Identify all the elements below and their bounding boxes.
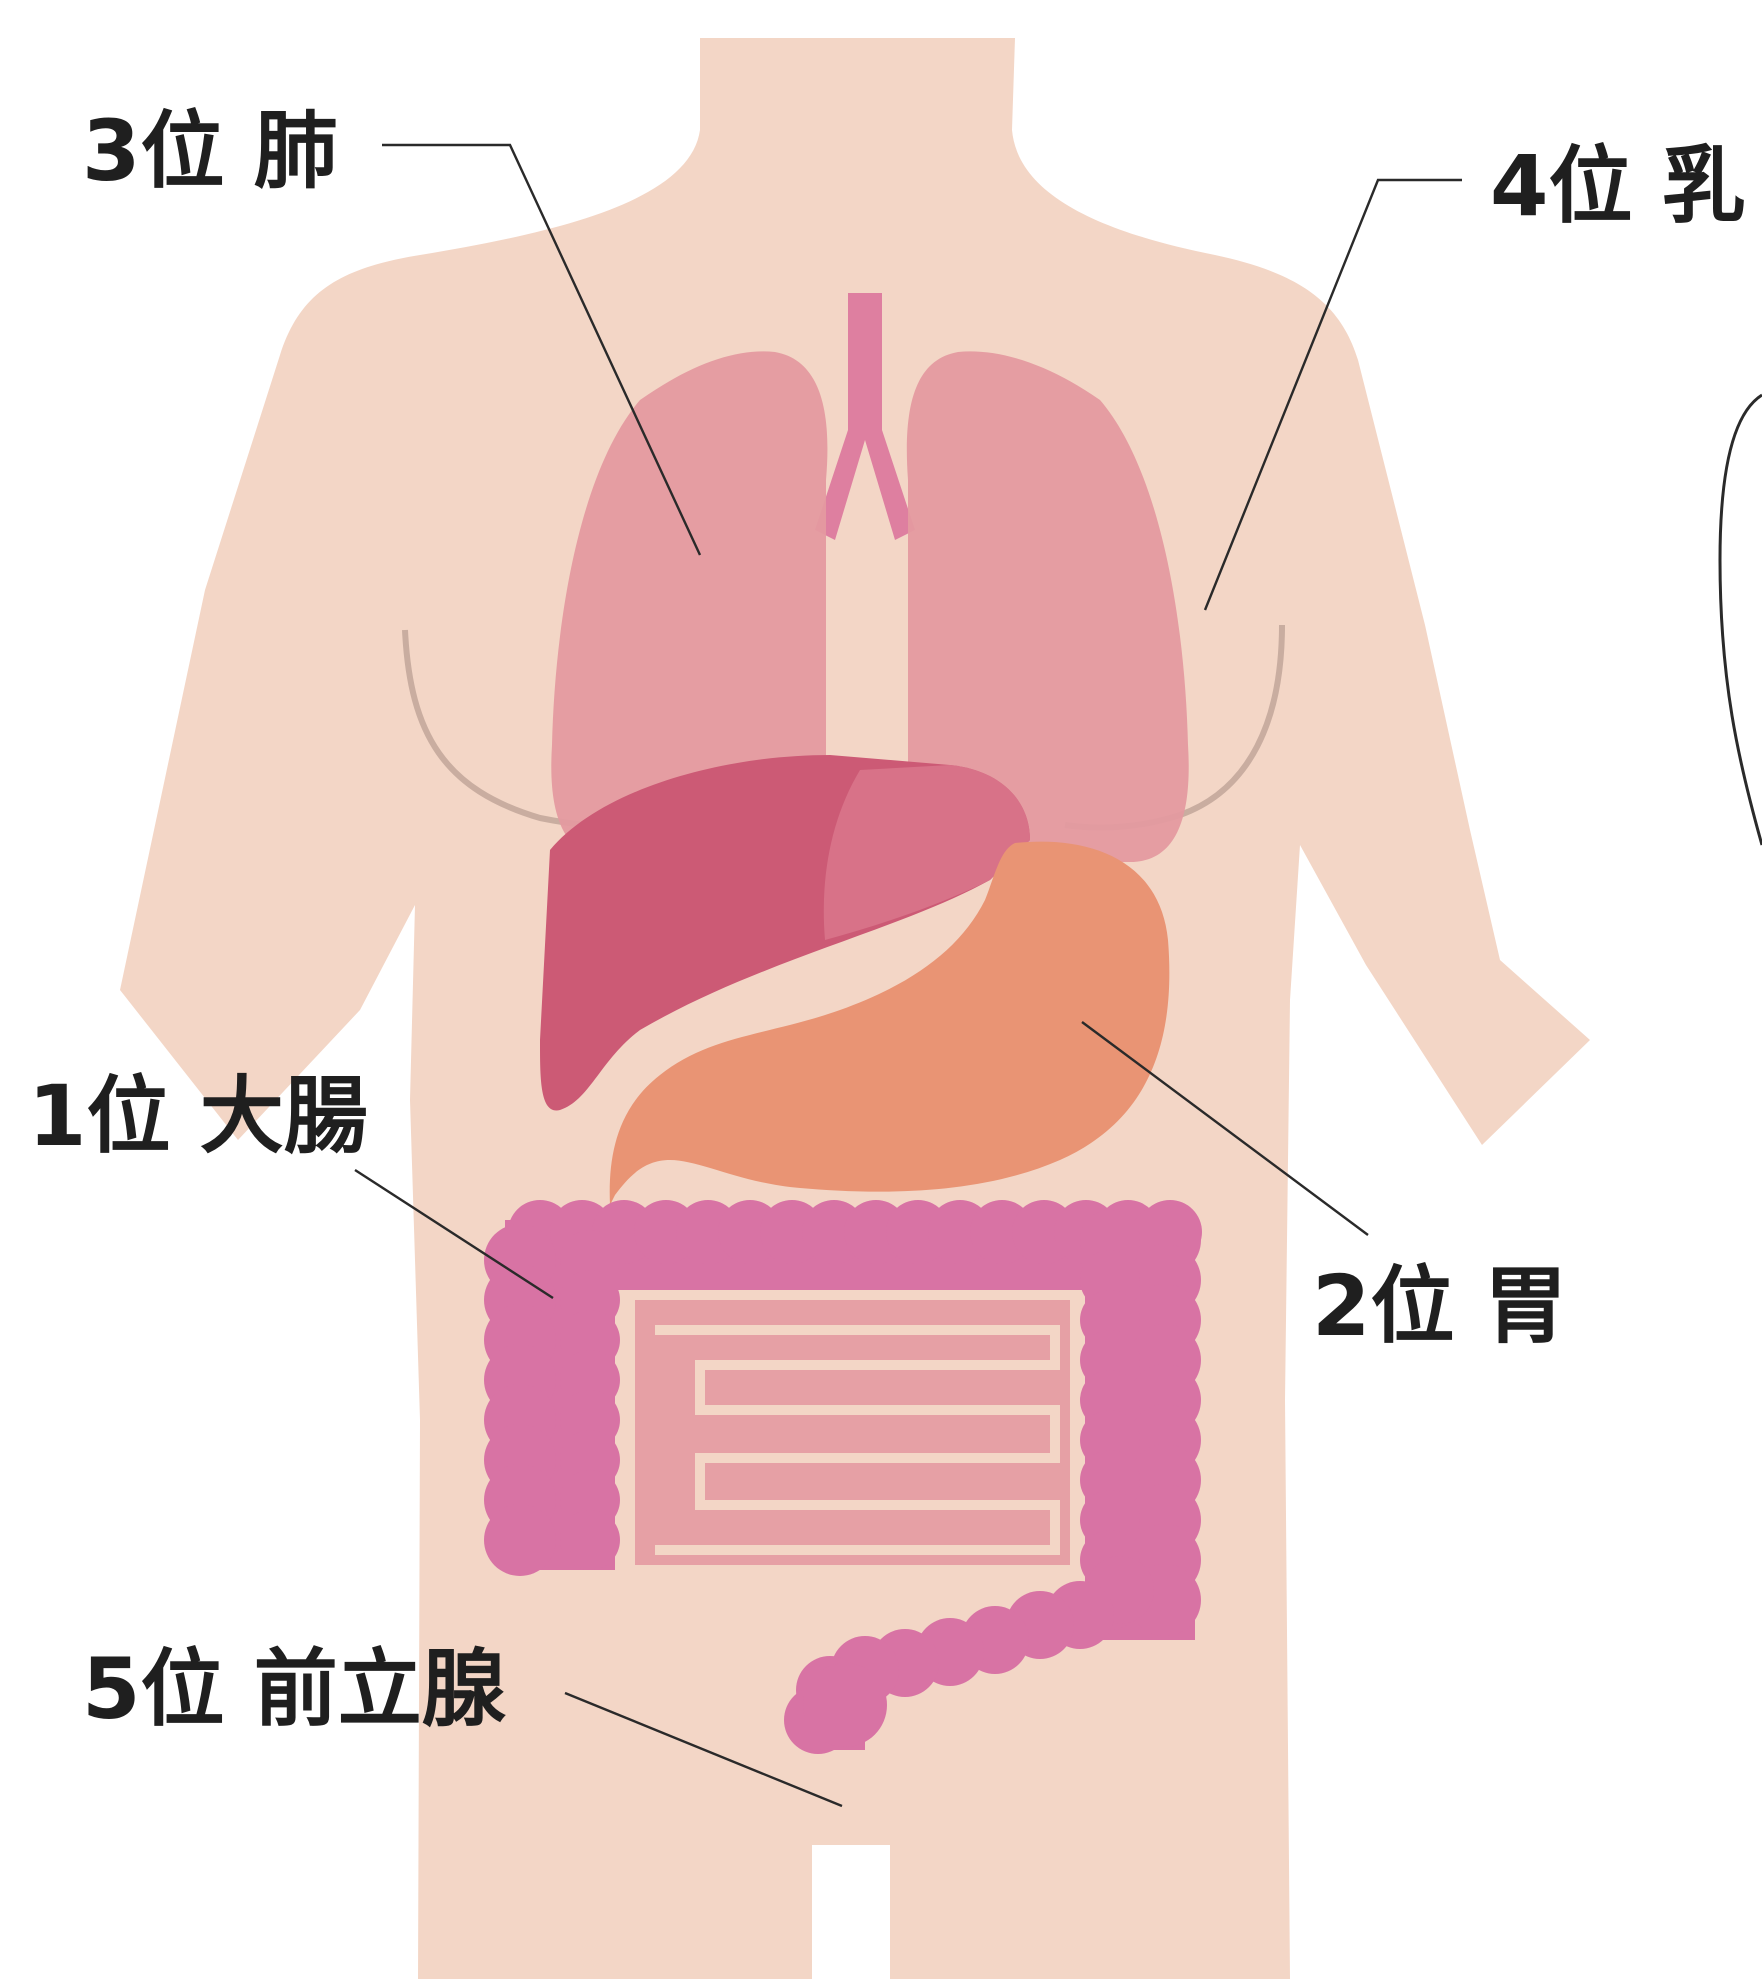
magnifier-circle-arc [1720, 395, 1762, 845]
colon-haustra [484, 1504, 556, 1576]
label-stomach: 2位 胃 [1312, 1257, 1568, 1355]
colon-haustra [803, 1663, 887, 1747]
colon-haustra [560, 1510, 620, 1570]
label-breast: 4位 乳 [1490, 137, 1746, 235]
label-large-intestine: 1位 大腸 [28, 1067, 368, 1165]
label-lung: 3位 肺 [82, 102, 338, 200]
small-intestine [635, 1300, 1070, 1565]
label-prostate: 5位 前立腺 [82, 1640, 507, 1738]
